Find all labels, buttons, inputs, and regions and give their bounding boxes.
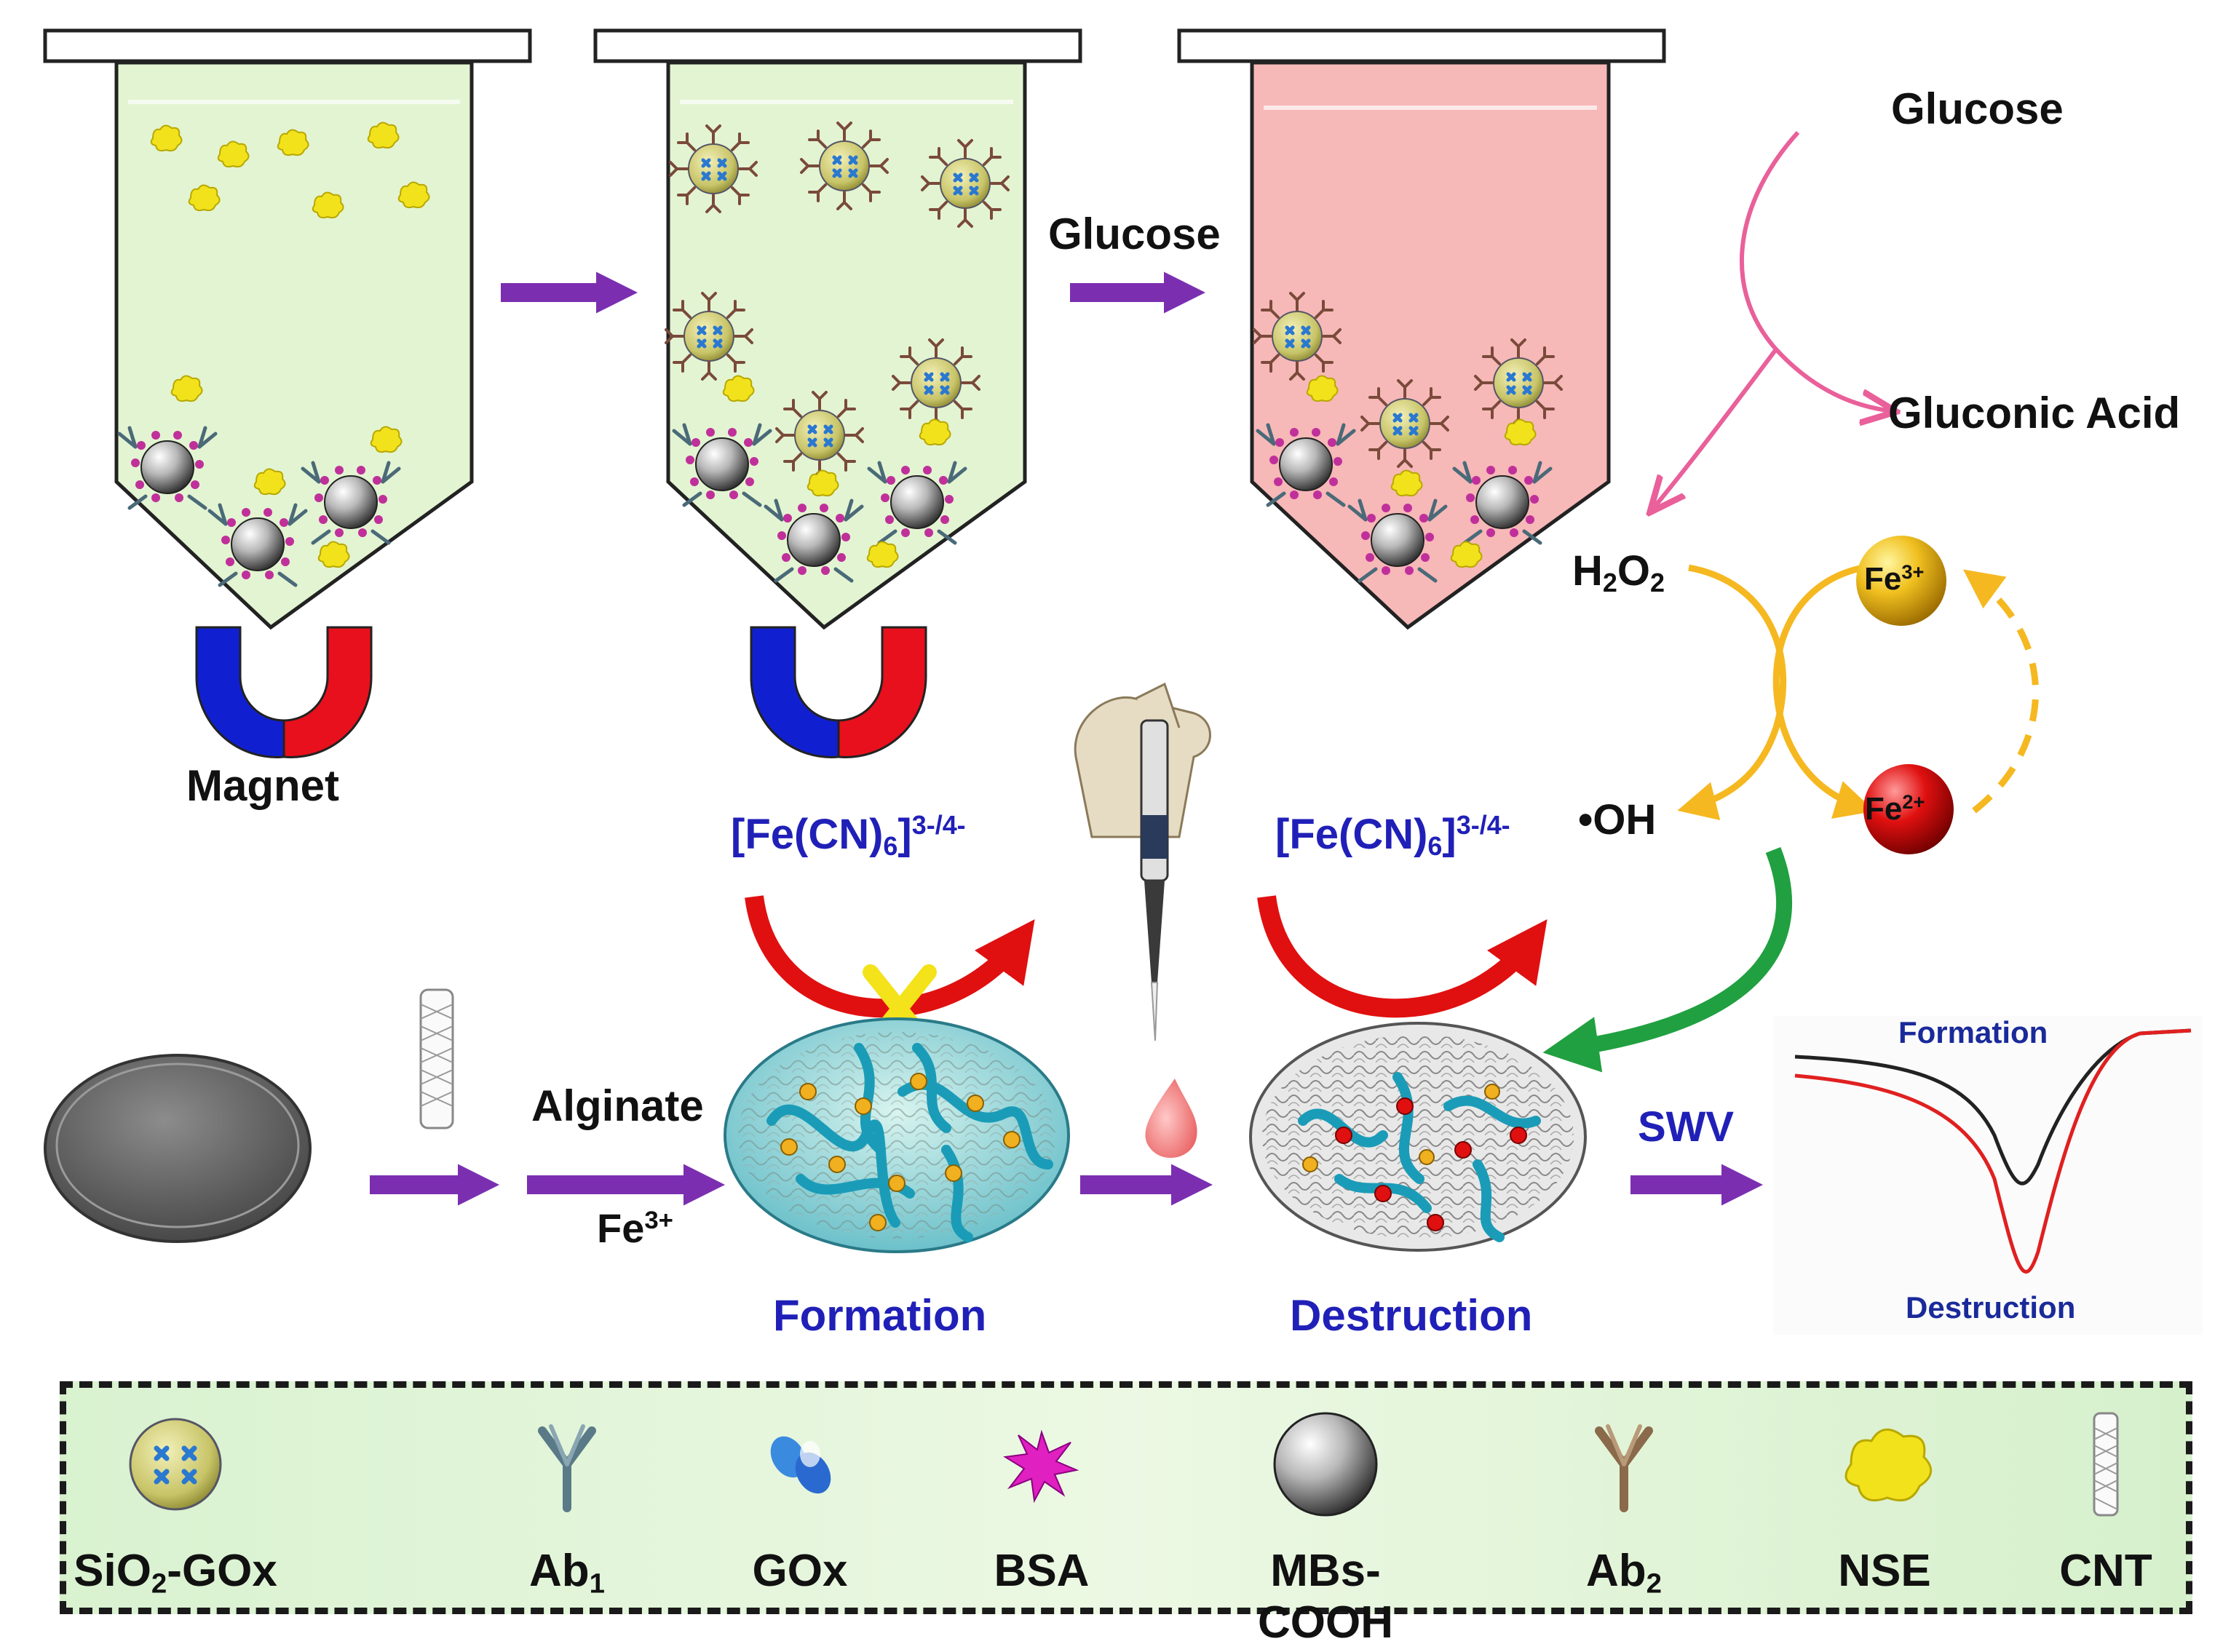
bare-electrode [44,1054,312,1243]
formation-label: Formation [773,1291,987,1340]
sio2-gox-icon [129,1418,222,1511]
glucose-substrate-label: Glucose [1891,84,2064,133]
h2o2-label: H2O2 [1572,547,1665,597]
tube-1-cap [43,28,532,63]
magnet-2 [750,626,927,758]
cnt-icon [2093,1412,2119,1517]
redox-probe-label-destruction: [Fe(CN)6]3-/4- [1275,810,1510,861]
destruction-curve [1794,1028,2192,1274]
fe3-reagent-label: Fe3+ [597,1205,673,1252]
legend-label: BSA [994,1546,1090,1596]
magnetic-bead-icon [1273,1412,1378,1517]
fenton-cycle [1677,536,2039,854]
legend-item-nse: NSE [1775,1388,1994,1621]
legend-item-ab1: Ab1 [458,1388,676,1621]
legend-label: CNT [2059,1546,2152,1596]
legend-item-sio2-gox: SiO2-GOx [66,1388,285,1621]
magnet-label: Magnet [186,761,339,810]
fe2-ion [1863,764,1954,854]
tube-2-cap [593,28,1082,63]
sample-droplet [1145,1079,1197,1159]
legend-item-gox: GOx [691,1388,909,1621]
bsa-icon [1003,1429,1079,1504]
redox-probe-arrow-destruction [1257,895,1548,1018]
tube-2 [593,28,1082,630]
destruction-label: Destruction [1290,1291,1533,1340]
hydroxyl-attack-arrow [1542,846,1793,1073]
fe3-ion [1856,536,1946,626]
fe2-ion-label: Fe2+ [1865,790,1925,827]
antibody-1-icon [538,1424,596,1512]
gluconic-acid-label: Gluconic Acid [1888,389,2181,437]
legend-item-mbs-cooh: MBs-COOH [1216,1388,1435,1648]
legend-label: SiO2-GOx [74,1546,277,1600]
swv-plot [1773,1016,2203,1335]
redox-probe-label-formation: [Fe(CN)6]3-/4- [731,810,966,861]
formation-curve [1794,1028,2192,1186]
legend-label: Ab1 [528,1546,606,1600]
redox-probe-arrow-formation [745,895,1035,1018]
magnet-1 [195,626,373,758]
glucose-addition-label: Glucose [1048,210,1221,258]
pipette [1074,682,1211,1041]
legend-item-cnt: CNT [1997,1388,2215,1621]
plot-destruction-label: Destruction [1906,1290,2076,1325]
legend: SiO2-GOx Ab1 GOx BSA MBs-COOH Ab [60,1381,2192,1648]
alginate-label: Alginate [531,1081,704,1130]
cnt-tube [419,988,454,1129]
plot-formation-label: Formation [1898,1015,2048,1049]
tube-3-cap [1177,28,1666,63]
swv-label: SWV [1638,1103,1735,1151]
fe3-ion-label: Fe3+ [1864,560,1925,597]
formation-electrode [724,1017,1070,1253]
nse-icon [1844,1429,1932,1501]
glucose-oxidase-icon [770,1436,831,1494]
legend-item-ab2: Ab2 [1515,1388,1733,1621]
legend-item-bsa: BSA [932,1388,1151,1621]
tube-1 [43,28,532,630]
legend-label: NSE [1838,1546,1931,1596]
antibody-2-icon [1595,1424,1653,1512]
tube-3 [1177,28,1666,630]
glucose-oxidation-arrow [1652,130,1893,509]
legend-label: MBs-COOH [1258,1546,1393,1648]
hydroxyl-radical-label: •OH [1578,796,1657,843]
legend-label: Ab2 [1585,1546,1663,1600]
legend-label: GOx [752,1546,848,1596]
destruction-electrode [1249,1022,1587,1252]
